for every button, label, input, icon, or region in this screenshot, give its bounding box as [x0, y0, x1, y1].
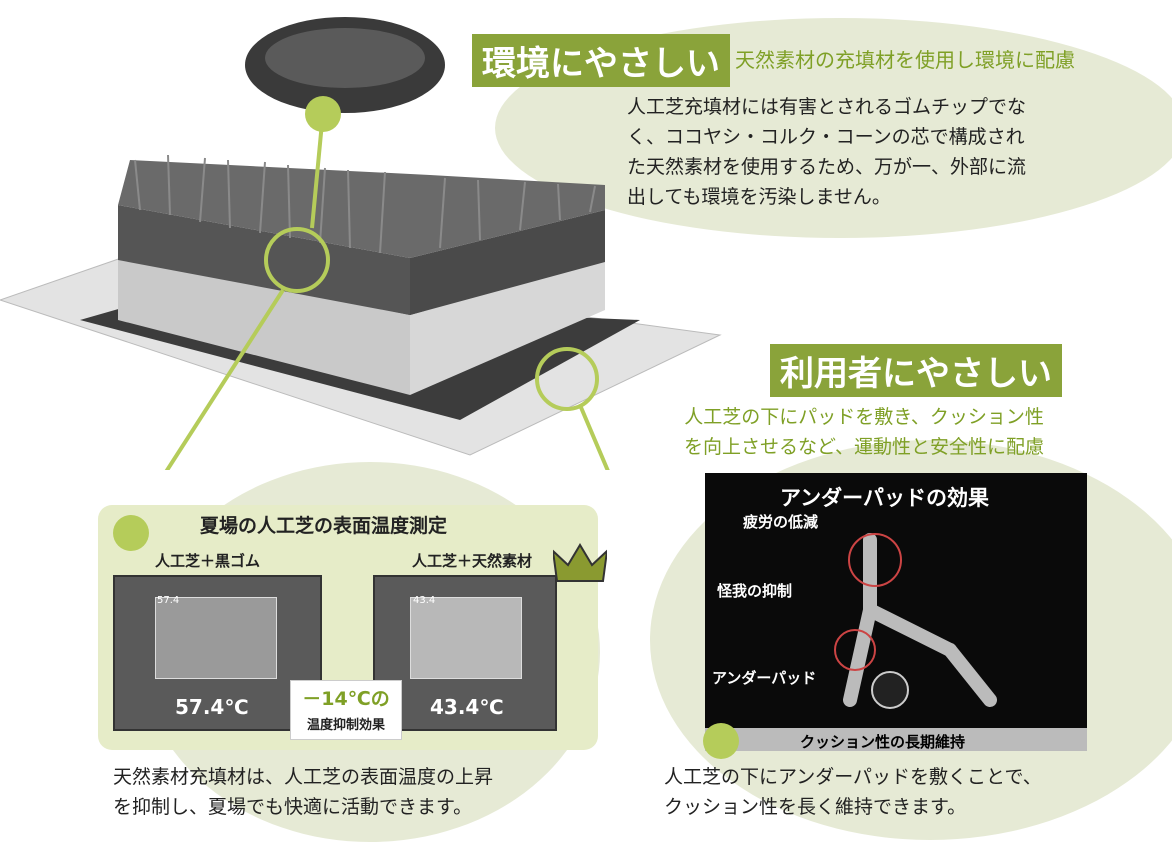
runner-illustration	[834, 533, 997, 709]
user-tag: 利用者にやさしい	[770, 344, 1062, 397]
pad-ground	[705, 728, 1087, 751]
infill-highlight-ring	[264, 227, 330, 293]
pad-label-fatigue: 疲労の低減	[743, 513, 819, 531]
temp-caption: 天然素材充填材は、人工芝の表面温度の上昇 を抑制し、夏場でも快適に活動できます。	[113, 766, 494, 818]
pad-highlight-ring	[535, 347, 599, 411]
env-body: 人工芝充填材には有害とされるゴムチップでな く、ココヤシ・コルク・コーンの芯で構…	[627, 96, 1027, 208]
effect-box: －14℃の 温度抑制効果	[290, 680, 402, 740]
grass-layer	[118, 160, 605, 258]
natural-readout: 43.4	[413, 595, 436, 606]
pad-label-underpad: アンダーパッド	[712, 669, 817, 687]
env-subtitle: 天然素材の充填材を使用し環境に配慮	[735, 48, 1075, 72]
thermal-image-natural: 43.4 43.4℃	[373, 575, 557, 731]
pad-bottom-label: クッション性の長期維持	[800, 733, 966, 751]
thermal-image-rubber: 57.4 57.4℃	[113, 575, 322, 731]
temp-left-label: 人工芝＋黒ゴム	[155, 552, 261, 570]
temp-connector-dot	[113, 515, 149, 551]
env-tag: 環境にやさしい	[472, 34, 730, 87]
ball-icon	[871, 671, 909, 709]
effect-label: 温度抑制効果	[306, 718, 385, 733]
user-subtitle: 人工芝の下にパッドを敷き、クッション性 を向上させるなど、運動性と安全性に配慮	[684, 406, 1045, 458]
base-layer	[118, 255, 410, 395]
rubber-temp-value: 57.4℃	[175, 695, 249, 719]
pad-label-injury: 怪我の抑制	[717, 582, 793, 600]
crown-icon	[553, 543, 607, 582]
turf-illustration	[0, 17, 722, 470]
pad-connector-dot	[703, 723, 739, 759]
effect-value: －14℃の	[302, 688, 390, 710]
underpad-title: アンダーパッドの効果	[780, 486, 989, 510]
pad-caption: 人工芝の下にアンダーパッドを敷くことで、 クッション性を長く維持できます。	[664, 766, 1042, 818]
natural-temp-value: 43.4℃	[430, 695, 504, 719]
env-connector-dot	[305, 96, 341, 132]
temp-right-label: 人工芝＋天然素材	[412, 552, 533, 570]
temp-title: 夏場の人工芝の表面温度測定	[200, 515, 448, 537]
rubber-readout: 57.4	[157, 595, 180, 606]
